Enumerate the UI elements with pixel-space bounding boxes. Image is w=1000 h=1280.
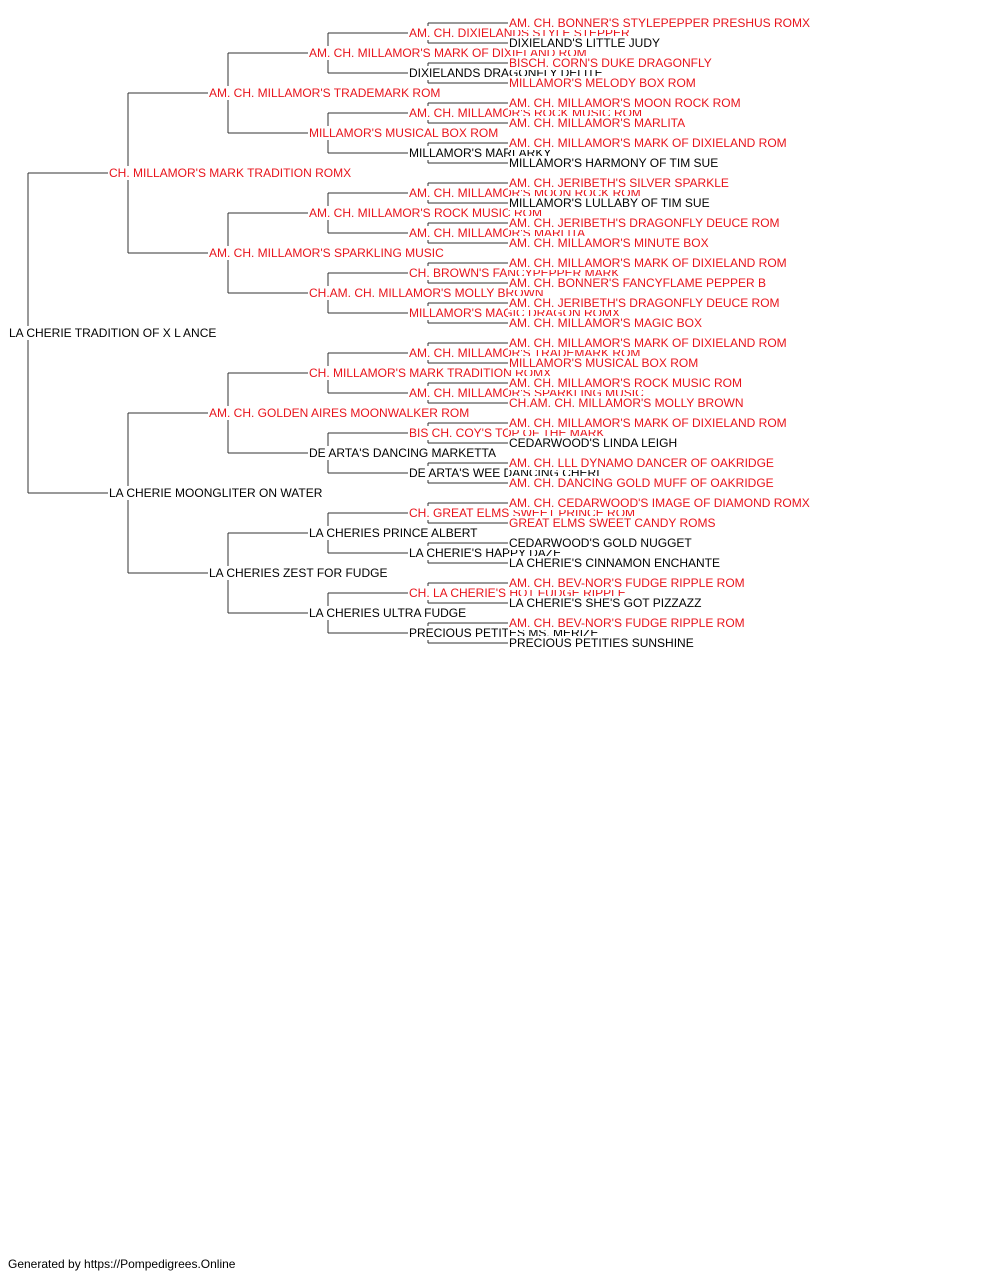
sire-name: AM. CH. MILLAMOR'S MARK OF DIXIELAND ROM	[508, 416, 788, 430]
dam-name: LA CHERIES ULTRA FUDGE	[308, 606, 468, 620]
sire-name: AM. CH. MILLAMOR'S TRADEMARK ROM	[208, 86, 442, 100]
generated-by-footer: Generated by https://Pompedigrees.Online	[8, 1257, 236, 1271]
sire-name: AM. CH. CEDARWOOD'S IMAGE OF DIAMOND ROM…	[508, 496, 811, 510]
dam-name: MILLAMOR'S HARMONY OF TIM SUE	[508, 156, 720, 170]
dam-name: GREAT ELMS SWEET CANDY ROMS	[508, 516, 717, 530]
dam-name: LA CHERIE MOONGLITER ON WATER	[108, 486, 324, 500]
sire-name: AM. CH. GOLDEN AIRES MOONWALKER ROM	[208, 406, 471, 420]
dam-name: MILLAMOR'S MUSICAL BOX ROM	[308, 126, 500, 140]
sire-name: AM. CH. JERIBETH'S DRAGONFLY DEUCE ROM	[508, 296, 781, 310]
sire-name: AM. CH. MILLAMOR'S MARK OF DIXIELAND ROM	[508, 256, 788, 270]
sire-name: AM. CH. BONNER'S STYLEPEPPER PRESHUS ROM…	[508, 16, 812, 30]
sire-name: CEDARWOOD'S GOLD NUGGET	[508, 536, 693, 550]
sire-name: AM. CH. LLL DYNAMO DANCER OF OAKRIDGE	[508, 456, 775, 470]
sire-name: AM. CH. MILLAMOR'S MARK OF DIXIELAND ROM	[508, 136, 788, 150]
sire-name: CH. MILLAMOR'S MARK TRADITION ROMX	[108, 166, 353, 180]
dam-name: AM. CH. DANCING GOLD MUFF OF OAKRIDGE	[508, 476, 775, 490]
dam-name: DE ARTA'S DANCING MARKETTA	[308, 446, 497, 460]
subject-dog-name: LA CHERIE TRADITION OF X L ANCE	[8, 326, 218, 340]
dam-name: MILLAMOR'S MUSICAL BOX ROM	[508, 356, 700, 370]
sire-name: AM. CH. MILLAMOR'S MARK OF DIXIELAND ROM	[508, 336, 788, 350]
sire-name: AM. CH. MILLAMOR'S MOON ROCK ROM	[508, 96, 742, 110]
sire-name: BISCH. CORN'S DUKE DRAGONFLY	[508, 56, 713, 70]
dam-name: AM. CH. MILLAMOR'S MINUTE BOX	[508, 236, 710, 250]
dam-name: CEDARWOOD'S LINDA LEIGH	[508, 436, 679, 450]
dam-name: AM. CH. MILLAMOR'S MAGIC BOX	[508, 316, 703, 330]
sire-name: AM. CH. MILLAMOR'S ROCK MUSIC ROM	[508, 376, 743, 390]
dam-name: LA CHERIE'S CINNAMON ENCHANTE	[508, 556, 721, 570]
dam-name: LA CHERIE'S SHE'S GOT PIZZAZZ	[508, 596, 703, 610]
dam-name: AM. CH. BONNER'S FANCYFLAME PEPPER B	[508, 276, 768, 290]
dam-name: PRECIOUS PETITIES SUNSHINE	[508, 636, 695, 650]
dam-name: MILLAMOR'S LULLABY OF TIM SUE	[508, 196, 711, 210]
sire-name: AM. CH. BEV-NOR'S FUDGE RIPPLE ROM	[508, 576, 746, 590]
dam-name: AM. CH. MILLAMOR'S MARLITA	[508, 116, 687, 130]
dam-name: CH.AM. CH. MILLAMOR'S MOLLY BROWN	[308, 286, 545, 300]
sire-name: AM. CH. JERIBETH'S DRAGONFLY DEUCE ROM	[508, 216, 781, 230]
dam-name: DIXIELAND'S LITTLE JUDY	[508, 36, 661, 50]
sire-name: LA CHERIES PRINCE ALBERT	[308, 526, 479, 540]
sire-name: AM. CH. MILLAMOR'S ROCK MUSIC ROM	[308, 206, 543, 220]
dam-name: AM. CH. MILLAMOR'S SPARKLING MUSIC	[208, 246, 445, 260]
dam-name: CH.AM. CH. MILLAMOR'S MOLLY BROWN	[508, 396, 745, 410]
dam-name: MILLAMOR'S MELODY BOX ROM	[508, 76, 697, 90]
sire-name: AM. CH. BEV-NOR'S FUDGE RIPPLE ROM	[508, 616, 746, 630]
dam-name: LA CHERIES ZEST FOR FUDGE	[208, 566, 389, 580]
sire-name: AM. CH. JERIBETH'S SILVER SPARKLE	[508, 176, 730, 190]
sire-name: CH. MILLAMOR'S MARK TRADITION ROMX	[308, 366, 553, 380]
